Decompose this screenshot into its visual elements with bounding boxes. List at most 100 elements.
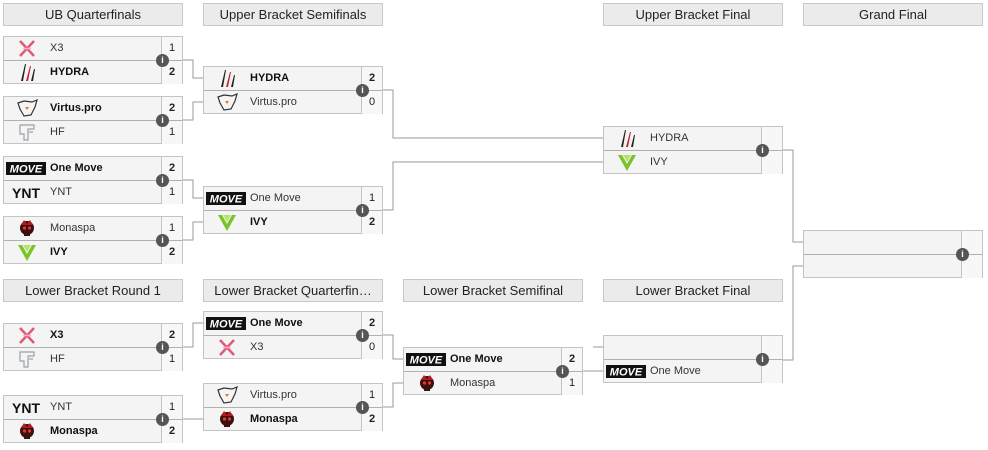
team-row[interactable]: Monaspa 1 xyxy=(4,217,182,240)
team-name: Virtus.pro xyxy=(50,102,102,114)
team-score xyxy=(961,255,982,278)
match-info-icon[interactable]: i xyxy=(556,365,569,378)
team-row[interactable]: MOVE One Move xyxy=(604,360,782,383)
hydra-logo-icon xyxy=(21,64,35,81)
header-lb-quarterfinals: Lower Bracket Quarterfin… xyxy=(203,279,383,302)
match-lb-final: MOVE One Move i xyxy=(603,335,783,383)
team-row[interactable]: IVY 2 xyxy=(204,211,382,234)
match-info-icon[interactable]: i xyxy=(356,84,369,97)
team-row[interactable]: IVY 2 xyxy=(4,241,182,264)
divider xyxy=(604,150,782,151)
match-info-icon[interactable]: i xyxy=(156,234,169,247)
team-name: Virtus.pro xyxy=(250,96,297,108)
team-name: Monaspa xyxy=(50,222,96,234)
team-name: YNT xyxy=(50,401,72,413)
match-grand-final: i xyxy=(803,230,983,278)
team-row[interactable]: X3 1 xyxy=(4,37,182,60)
match-info-icon[interactable]: i xyxy=(956,248,969,261)
team-name: HYDRA xyxy=(650,132,689,144)
match-info-icon[interactable]: i xyxy=(156,413,169,426)
team-row[interactable]: Monaspa 2 xyxy=(204,408,382,431)
team-row[interactable]: Monaspa 1 xyxy=(404,372,582,395)
team-score: 0 xyxy=(361,91,382,114)
move-logo-icon: MOVE xyxy=(606,365,646,379)
match-ubqf1: X3 1 HYDRA 2 i xyxy=(3,36,183,84)
match-ubsf1: HYDRA 2 Virtus.pro 0 i xyxy=(203,66,383,114)
move-logo-icon: MOVE xyxy=(206,192,246,206)
team-row[interactable]: MOVE One Move 2 xyxy=(204,312,382,335)
match-info-icon[interactable]: i xyxy=(156,341,169,354)
match-ubqf4: Monaspa 1 IVY 2 i xyxy=(3,216,183,264)
header-lb-semifinal: Lower Bracket Semifinal xyxy=(403,279,583,302)
team-name: IVY xyxy=(250,216,268,228)
ivy-logo-icon xyxy=(18,245,36,261)
team-row[interactable]: YNT YNT 1 xyxy=(4,181,182,204)
team-row[interactable] xyxy=(604,336,782,359)
divider xyxy=(4,60,182,61)
team-score: 1 xyxy=(561,372,582,395)
team-row[interactable]: HF 1 xyxy=(4,121,182,144)
team-row[interactable]: MOVE One Move 1 xyxy=(204,187,382,210)
team-name: Virtus.pro xyxy=(250,389,297,401)
team-row[interactable]: HYDRA 2 xyxy=(4,61,182,84)
team-row[interactable]: X3 0 xyxy=(204,336,382,359)
match-info-icon[interactable]: i xyxy=(356,329,369,342)
x3-logo-icon xyxy=(19,40,35,57)
skull-logo-icon xyxy=(420,375,434,391)
team-row[interactable]: Monaspa 2 xyxy=(4,420,182,443)
team-name: HF xyxy=(50,353,65,365)
svg-text:YNT: YNT xyxy=(12,400,40,416)
header-ub-final: Upper Bracket Final xyxy=(603,3,783,26)
match-info-icon[interactable]: i xyxy=(356,204,369,217)
team-score: 1 xyxy=(161,181,182,204)
svg-text:MOVE: MOVE xyxy=(410,355,443,367)
match-lb-semifinal: MOVE One Move 2 Monaspa 1 i xyxy=(403,347,583,395)
team-row[interactable]: Virtus.pro 0 xyxy=(204,91,382,114)
team-row[interactable]: MOVE One Move 2 xyxy=(404,348,582,371)
team-name: X3 xyxy=(250,341,264,353)
team-row[interactable] xyxy=(804,255,982,278)
skull-logo-icon xyxy=(20,220,34,236)
team-name: Monaspa xyxy=(250,413,298,425)
team-row[interactable]: IVY xyxy=(604,151,782,174)
match-info-icon[interactable]: i xyxy=(156,114,169,127)
team-row[interactable]: Virtus.pro 2 xyxy=(4,97,182,120)
match-info-icon[interactable]: i xyxy=(156,174,169,187)
match-info-icon[interactable]: i xyxy=(356,401,369,414)
match-info-icon[interactable]: i xyxy=(156,54,169,67)
team-name: X3 xyxy=(50,329,64,341)
team-score xyxy=(761,151,782,174)
divider xyxy=(4,347,182,348)
team-score: 2 xyxy=(161,241,182,264)
move-logo-icon: MOVE xyxy=(6,162,46,176)
team-score: 2 xyxy=(161,61,182,84)
team-name: IVY xyxy=(650,156,668,168)
team-row[interactable]: X3 2 xyxy=(4,324,182,347)
ynt-logo-icon: YNT xyxy=(12,400,40,416)
svg-text:MOVE: MOVE xyxy=(610,367,643,379)
divider xyxy=(4,180,182,181)
team-row[interactable]: Virtus.pro 1 xyxy=(204,384,382,407)
team-row[interactable]: MOVE One Move 2 xyxy=(4,157,182,180)
team-name: HYDRA xyxy=(50,66,90,78)
team-name: One Move xyxy=(650,365,701,377)
ivy-logo-icon xyxy=(618,155,636,171)
match-info-icon[interactable]: i xyxy=(756,144,769,157)
team-name: Monaspa xyxy=(450,377,496,389)
bear-logo-icon xyxy=(17,99,38,117)
team-row[interactable]: HF 1 xyxy=(4,348,182,371)
divider xyxy=(204,210,382,211)
team-row[interactable]: HYDRA 2 xyxy=(204,67,382,90)
team-row[interactable]: YNT YNT 1 xyxy=(4,396,182,419)
match-info-icon[interactable]: i xyxy=(756,353,769,366)
team-row[interactable]: HYDRA xyxy=(604,127,782,150)
team-row[interactable] xyxy=(804,231,982,254)
bear-logo-icon xyxy=(217,93,238,111)
team-score: 2 xyxy=(361,211,382,234)
team-name: One Move xyxy=(450,353,503,365)
team-name: Monaspa xyxy=(50,425,98,437)
match-ubqf2: Virtus.pro 2 HF 1 i xyxy=(3,96,183,144)
skull-logo-icon xyxy=(220,411,234,427)
x3-logo-icon xyxy=(219,339,235,356)
match-lbr1a: X3 2 HF 1 i xyxy=(3,323,183,371)
